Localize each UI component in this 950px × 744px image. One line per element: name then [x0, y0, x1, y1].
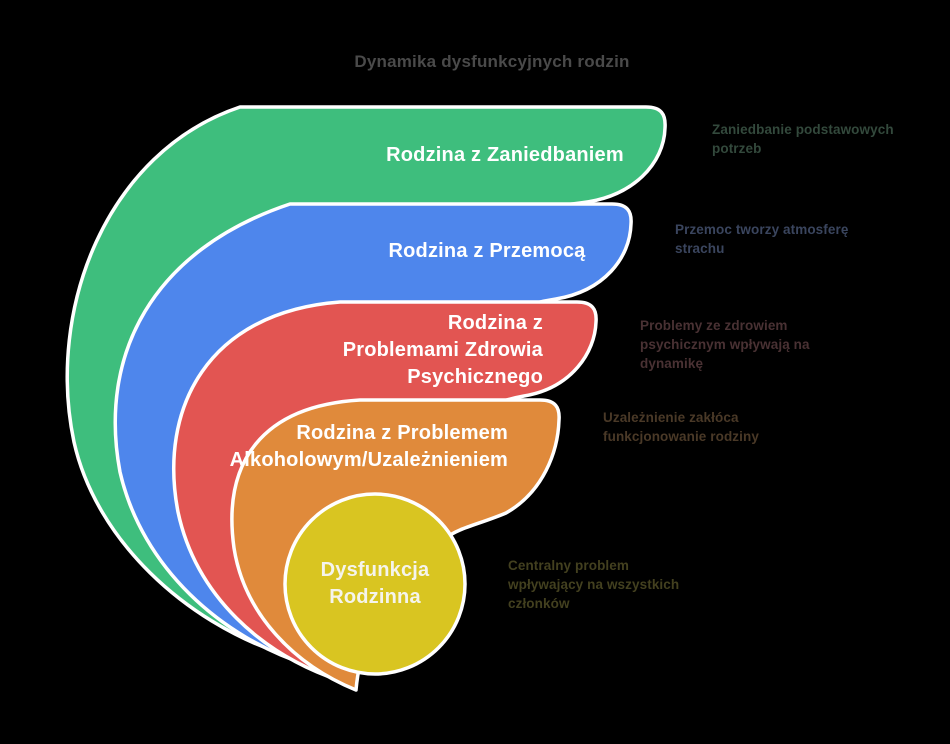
center-circle-shape [283, 492, 467, 676]
diagram-title: Dynamika dysfunkcyjnych rodzin [354, 52, 630, 71]
petal-addiction-note: Uzależnienie zakłóca funkcjonowanie rodz… [603, 410, 759, 444]
petal-violence-note: Przemoc tworzy atmosferę strachu [675, 222, 849, 256]
petal-neglect-note: Zaniedbanie podstawowych potrzeb [712, 122, 894, 156]
center-circle-label: Dysfunkcja Rodzinna [320, 559, 430, 608]
center-circle-note: Centralny problem wpływający na wszystki… [508, 558, 680, 611]
petal-addiction-label: Rodzina z Problemem Alkoholowym/Uzależni… [229, 422, 508, 471]
petal-mental-health-label: Rodzina z Problemami Zdrowia Psychiczneg… [342, 312, 543, 388]
petal-violence-label: Rodzina z Przemocą [388, 240, 586, 262]
petal-mental-health-note: Problemy ze zdrowiem psychicznym wpływaj… [640, 318, 810, 371]
petal-neglect-label: Rodzina z Zaniedbaniem [386, 144, 624, 166]
